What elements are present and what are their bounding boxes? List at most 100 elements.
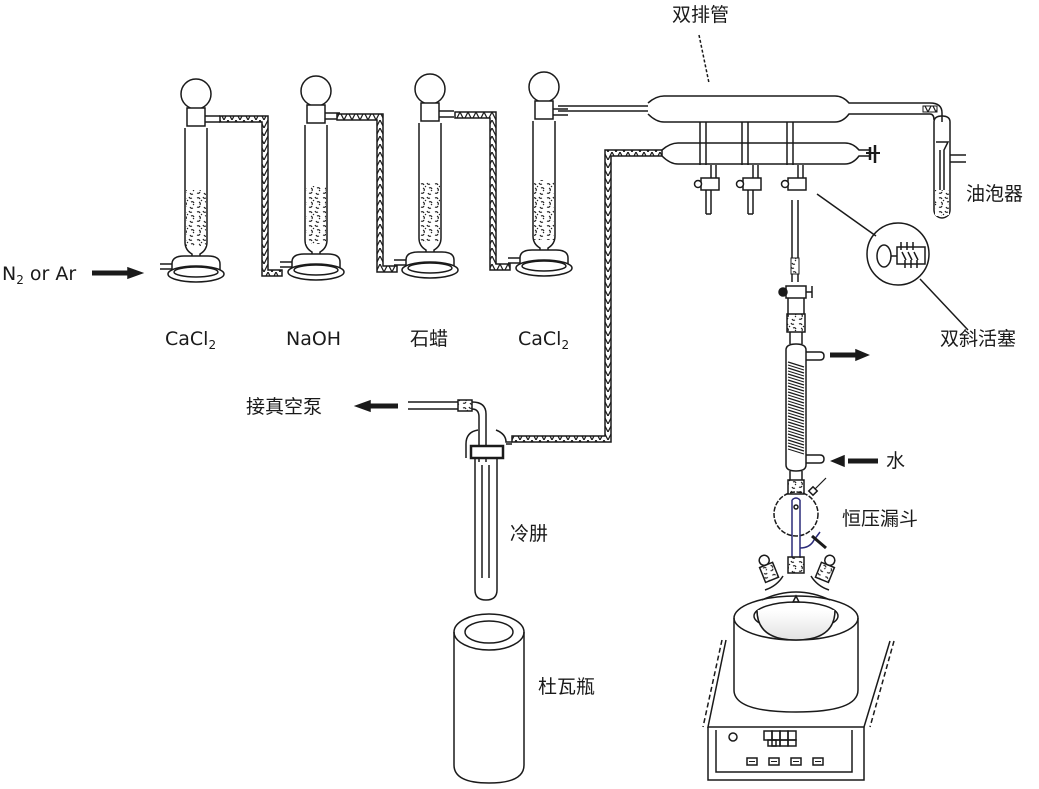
- coil-turn: [787, 442, 805, 449]
- display-subcell: [767, 739, 777, 747]
- rubber-tubing-2: [336, 113, 398, 273]
- tower-bulb: [519, 249, 569, 264]
- coil-turn: [787, 430, 805, 437]
- stopcock-knob: [693, 179, 703, 189]
- gas-inlet-arrow: [92, 266, 145, 280]
- tower4-label: CaCl2: [518, 328, 570, 352]
- tower-outlet: [205, 115, 220, 123]
- stopper-bulb: [528, 71, 560, 103]
- tower-neck: [534, 100, 554, 120]
- rubber-tubing-3: [454, 111, 511, 271]
- hotplate-button: [746, 757, 758, 766]
- desiccant-packing: [186, 190, 206, 246]
- coil-turn: [787, 421, 805, 428]
- coil-turn: [787, 406, 805, 413]
- tower-inlet: [160, 263, 172, 270]
- coil-turn: [787, 391, 805, 398]
- tower-base: [515, 259, 573, 277]
- coil-turn: [787, 433, 805, 440]
- hotplate-button: [768, 757, 780, 766]
- cold-trap-label: 冷肼: [510, 523, 549, 545]
- cold-trap: [408, 399, 512, 601]
- tower-base: [401, 261, 459, 279]
- tower3-label: 石蜡: [410, 328, 449, 350]
- stopcock-stem: [741, 122, 749, 165]
- coil-turn: [787, 370, 805, 377]
- tower-inlet: [280, 261, 292, 268]
- coil-turn: [787, 382, 805, 389]
- manifold-label: 双排管: [672, 4, 730, 26]
- tower-neck: [186, 107, 206, 127]
- rubber-tubing-1: [219, 115, 283, 277]
- vacuum-pump-label: 接真空泵: [246, 396, 323, 418]
- display-cell: [787, 730, 797, 741]
- stopcock-knob: [735, 179, 745, 189]
- drying-tower-4: [508, 71, 573, 277]
- stopcock-label: 双斜活塞: [940, 328, 1017, 350]
- coil-turn: [787, 367, 805, 374]
- pressure-equalizing-funnel: [773, 477, 827, 562]
- display-subcell: [779, 739, 789, 747]
- coil-turn: [787, 418, 805, 425]
- tower2-label: NaOH: [286, 328, 342, 350]
- coil-turn: [787, 427, 805, 434]
- stopcock-stem: [786, 122, 794, 165]
- manifold-stopcock-1: [693, 122, 720, 215]
- stopper-bulb: [414, 73, 446, 105]
- tower-neck: [420, 102, 440, 122]
- oil-bubbler: [922, 102, 966, 219]
- coil-turn: [787, 394, 805, 401]
- stopcock-outlet: [705, 190, 712, 215]
- water-out-arrow: [830, 348, 870, 362]
- tower-base-inner: [407, 262, 453, 274]
- bubbler-label: 油泡器: [966, 183, 1024, 205]
- drying-tower-1: [160, 78, 225, 283]
- coil-turn: [787, 409, 805, 416]
- stopcock-barrel: [787, 177, 807, 191]
- tower-base-inner: [173, 266, 219, 278]
- glass-line-to-condenser: [790, 200, 800, 282]
- tower1-label: CaCl2: [165, 328, 217, 352]
- stirrer-hotplate: [702, 639, 895, 781]
- tower-inlet: [508, 257, 520, 264]
- dewar-label: 杜瓦瓶: [538, 676, 596, 698]
- display-cell: [763, 730, 773, 741]
- water-label: 水: [886, 450, 906, 472]
- tower-base: [287, 263, 345, 281]
- coil-turn: [787, 445, 805, 452]
- double-manifold: [647, 34, 930, 165]
- glass-line-to-manifold: [558, 105, 648, 112]
- tower-bulb: [171, 255, 221, 270]
- display-cell: [771, 730, 781, 741]
- coil-turn: [787, 388, 805, 395]
- stopcock-stem: [699, 122, 707, 165]
- stopcock-barrel: [742, 177, 762, 191]
- three-neck-flask: [758, 554, 836, 603]
- manifold-stopcock-3: [780, 122, 807, 191]
- display-cell: [779, 730, 789, 741]
- tower-outlet: [553, 108, 568, 116]
- stopper-bulb: [300, 75, 332, 107]
- drying-tower-3: [394, 73, 459, 279]
- water-in-arrow: [830, 454, 878, 468]
- heating-mantle: [733, 595, 859, 713]
- tower-bulb: [291, 253, 341, 268]
- coil-turn: [787, 436, 805, 443]
- dropping-funnel-label: 恒压漏斗: [842, 508, 919, 530]
- tower-outlet: [439, 110, 454, 118]
- coil-turn: [787, 403, 805, 410]
- hotplate-button: [812, 757, 824, 766]
- coil-turn: [787, 397, 805, 404]
- tower-column: [418, 123, 442, 252]
- display-subcell: [787, 739, 797, 747]
- manifold-stopcock-2: [735, 122, 762, 215]
- coil-turn: [787, 361, 805, 368]
- vacuum-arrow: [353, 399, 398, 413]
- desiccant-packing: [306, 186, 326, 244]
- coil-turn: [787, 415, 805, 422]
- hotplate-button: [790, 757, 802, 766]
- stopper-bulb: [180, 78, 212, 110]
- tower-neck: [306, 104, 326, 124]
- coil-turn: [787, 448, 805, 455]
